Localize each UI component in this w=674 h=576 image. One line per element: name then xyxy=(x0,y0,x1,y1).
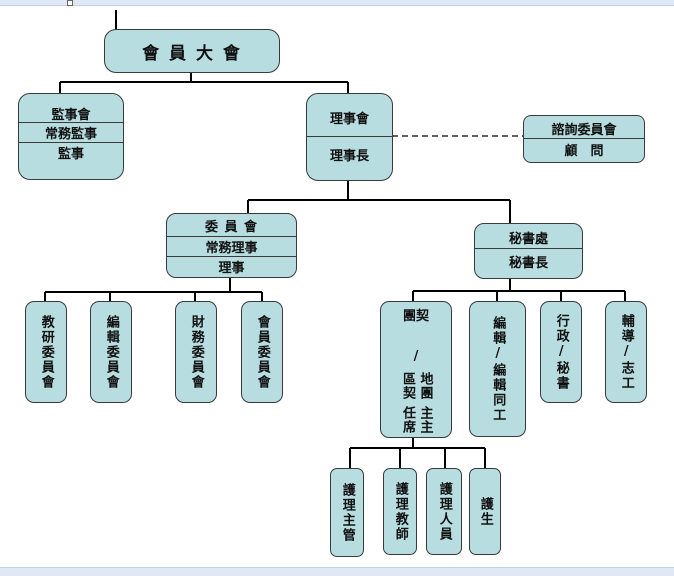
editorial-staff-box[interactable]: 編輯/編輯同工 xyxy=(469,301,526,437)
editorial-staff-label: 編輯/編輯同工 xyxy=(490,315,506,423)
nursing-supervisor-box[interactable]: 護理主管 xyxy=(330,468,364,557)
advisory-committee-title: 諮詢委員會 xyxy=(551,122,617,138)
top-ruler xyxy=(0,0,674,6)
nursing-teacher-label: 護理教師 xyxy=(392,481,408,542)
nursing-supervisor-label: 護理主管 xyxy=(339,482,355,543)
finance-committee-label: 財務委員會 xyxy=(188,314,204,390)
editorial-committee-box[interactable]: 編輯委員會 xyxy=(90,301,132,403)
fellowship-slash: / xyxy=(413,348,419,364)
nursing-student-box[interactable]: 護生 xyxy=(469,468,501,555)
bottom-status-bar xyxy=(0,567,674,576)
secretariat-divider xyxy=(475,248,582,249)
supervisors-box[interactable]: 監事會 常務監事 監事 xyxy=(18,93,124,180)
supervisors-divider-2 xyxy=(19,142,123,143)
general-assembly-label: 會 員 大 會 xyxy=(142,43,242,64)
administration-label: 行政/秘書 xyxy=(553,313,569,391)
administration-box[interactable]: 行政/秘書 xyxy=(540,301,582,403)
board-chief: 理事長 xyxy=(329,148,369,164)
ruler-indent-marker[interactable] xyxy=(67,0,73,6)
membership-committee-box[interactable]: 會員委員會 xyxy=(241,301,283,403)
supervisors-member: 監事 xyxy=(57,146,84,162)
teaching-research-committee-label: 教研委員會 xyxy=(38,314,54,390)
committee-title: 委 員 會 xyxy=(204,220,259,235)
counseling-volunteers-box[interactable]: 輔導/志工 xyxy=(605,301,647,403)
fellowship-line2-text: 地團區契 xyxy=(400,372,433,400)
advisory-divider xyxy=(524,138,644,139)
board-title: 理事會 xyxy=(329,111,369,127)
committee-member: 理事 xyxy=(218,260,245,276)
fellowship-line3: 主主任席 xyxy=(381,402,451,438)
advisory-committee-box[interactable]: 諮詢委員會 顧 問 xyxy=(523,115,645,163)
committee-divider-1 xyxy=(167,236,296,237)
membership-committee-label: 會員委員會 xyxy=(254,314,270,390)
committee-chief: 常務理事 xyxy=(205,240,258,256)
nursing-teacher-box[interactable]: 護理教師 xyxy=(383,468,417,555)
supervisors-divider-1 xyxy=(19,122,123,123)
finance-committee-box[interactable]: 財務委員會 xyxy=(175,301,217,403)
nursing-student-label: 護生 xyxy=(477,496,493,527)
advisor-role: 顧 問 xyxy=(564,143,604,159)
general-assembly-box[interactable]: 會 員 大 會 xyxy=(104,29,280,73)
board-box[interactable]: 理事會 理事長 xyxy=(306,93,393,181)
nursing-staff-box[interactable]: 護理人員 xyxy=(426,468,462,555)
secretariat-title: 秘書處 xyxy=(508,231,548,247)
secretary-general: 秘書長 xyxy=(508,255,548,271)
secretariat-box[interactable]: 秘書處 秘書長 xyxy=(474,223,583,279)
board-divider xyxy=(307,136,392,137)
supervisors-chief: 常務監事 xyxy=(44,126,97,142)
counseling-volunteers-label: 輔導/志工 xyxy=(618,313,634,391)
teaching-research-committee-box[interactable]: 教研委員會 xyxy=(25,301,67,403)
fellowship-regional-box[interactable]: 團契 / 地團區契 主主任席 xyxy=(380,301,452,438)
fellowship-line3-text: 主主任席 xyxy=(400,406,433,434)
supervisors-title: 監事會 xyxy=(51,107,91,123)
fellowship-line1: 團契 xyxy=(402,308,429,324)
fellowship-line2: 地團區契 xyxy=(381,368,451,404)
editorial-committee-label: 編輯委員會 xyxy=(103,314,119,390)
committee-box[interactable]: 委 員 會 常務理事 理事 xyxy=(166,213,297,278)
nursing-staff-label: 護理人員 xyxy=(436,481,452,542)
committee-divider-2 xyxy=(167,256,296,257)
